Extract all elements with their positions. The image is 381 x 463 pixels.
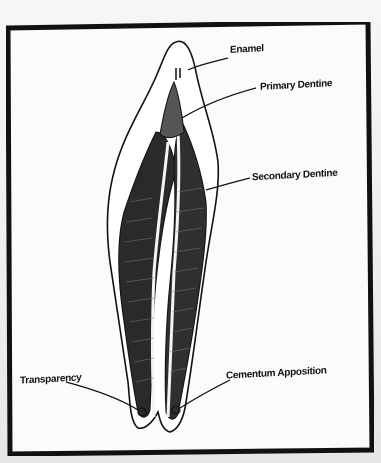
diagram-frame: Enamel Primary Dentine Secondary Dentine… — [6, 22, 374, 456]
label-enamel: Enamel — [230, 43, 264, 56]
